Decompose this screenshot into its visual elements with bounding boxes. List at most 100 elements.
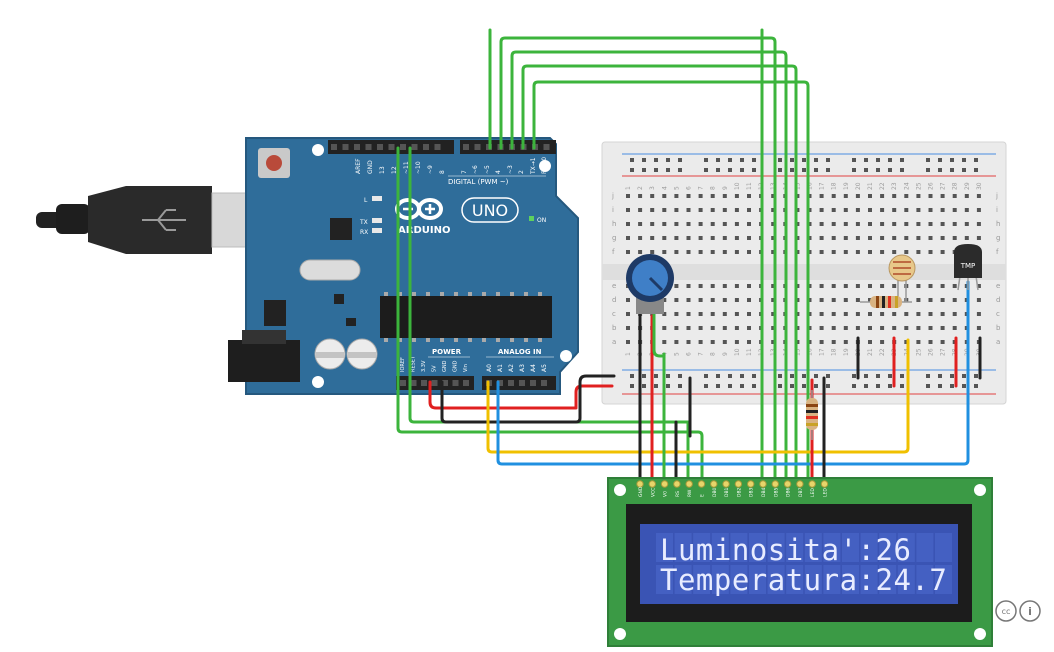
- row-letter: a: [996, 338, 1000, 346]
- column-number: 19: [843, 348, 850, 356]
- column-number: 9: [722, 352, 729, 356]
- column-number: 8: [710, 186, 717, 190]
- digital-pin-label: 8: [439, 170, 446, 174]
- column-number: 15: [794, 182, 801, 190]
- column-number: 24: [903, 182, 910, 190]
- digital-pin-label: 12: [391, 166, 398, 174]
- column-number: 6: [686, 352, 693, 356]
- potentiometer[interactable]: [626, 254, 674, 314]
- analog-pin-label: A5: [541, 364, 548, 372]
- power-pin-label: IOREF: [400, 357, 406, 372]
- temperature-sensor: TMP: [954, 244, 982, 291]
- license-badge[interactable]: cc i: [995, 600, 1041, 622]
- column-number: 25: [915, 348, 922, 356]
- digital-pin-label: 2: [518, 170, 525, 174]
- row-letter: h: [612, 220, 616, 228]
- by-label: i: [1028, 605, 1032, 618]
- photoresistor: [888, 254, 916, 302]
- lcd-pin-label: DB0: [712, 487, 718, 497]
- column-number: 30: [976, 182, 983, 190]
- row-letter: h: [996, 220, 1000, 228]
- lcd-pin-label: DB4: [761, 487, 767, 497]
- column-number: 11: [746, 348, 753, 356]
- lcd-pin-label: DB1: [724, 487, 730, 497]
- led-label-rx: RX: [360, 229, 368, 236]
- column-number: 18: [831, 182, 838, 190]
- column-number: 17: [819, 348, 826, 356]
- cc-icon: [995, 600, 1017, 622]
- brand-label: ARDUINO: [398, 225, 450, 236]
- digital-pin-label: 4: [495, 170, 502, 174]
- column-number: 7: [698, 352, 705, 356]
- wire-yellow-a0: [486, 338, 910, 454]
- column-number: 9: [722, 186, 729, 190]
- analog-pin-label: A2: [508, 364, 515, 372]
- column-number: 22: [879, 348, 886, 356]
- row-letter: j: [611, 192, 614, 200]
- digital-pin-label: ~11: [403, 161, 410, 174]
- column-number: 5: [673, 352, 680, 356]
- resistor-breadboard: [860, 296, 912, 308]
- analog-pin-label: A1: [497, 364, 504, 372]
- row-letter: e: [996, 282, 1000, 290]
- digital-pin-label: ~9: [427, 165, 434, 174]
- lcd-line-1: Luminosita':26: [660, 533, 911, 567]
- row-letter: c: [996, 310, 1000, 318]
- column-number: 10: [734, 348, 741, 356]
- row-letter: c: [612, 310, 616, 318]
- wire-black-gnd: [440, 374, 616, 424]
- column-number: 4: [661, 186, 668, 190]
- wire-green-d3: [510, 50, 788, 482]
- column-number: 27: [940, 182, 947, 190]
- digital-pin-label: TX→1: [530, 157, 537, 175]
- power-pin-label: Vin: [463, 364, 469, 372]
- cc-label: cc: [1002, 607, 1011, 616]
- row-letter: i: [996, 206, 998, 214]
- lcd-pin-label: RS: [675, 491, 681, 497]
- usb-icon: [142, 209, 186, 231]
- lcd-pin-label: DB6: [786, 487, 792, 497]
- led-label-tx: TX: [359, 219, 368, 226]
- attribution-icon: [1019, 600, 1041, 622]
- column-number: 26: [928, 348, 935, 356]
- column-number: 6: [686, 186, 693, 190]
- digital-pin-label: RX←0: [541, 157, 548, 174]
- digital-pin-label: AREF: [355, 158, 362, 174]
- row-letter: g: [612, 234, 616, 242]
- row-letter: j: [995, 192, 998, 200]
- analog-pin-label: A0: [486, 364, 493, 372]
- column-number: 19: [843, 182, 850, 190]
- power-jack: [228, 340, 300, 382]
- digital-pin-label: 13: [379, 166, 386, 174]
- row-letter: g: [996, 234, 1000, 242]
- column-number: 22: [879, 182, 886, 190]
- column-number: 11: [746, 182, 753, 190]
- wire-green-d11: [408, 146, 690, 482]
- row-letter: d: [612, 296, 616, 304]
- lcd-pin-label: DB2: [736, 487, 742, 497]
- row-letter: i: [612, 206, 614, 214]
- digital-pin-label: 7: [461, 170, 468, 174]
- wire-green-d4: [499, 36, 777, 482]
- digital-pin-label: ~3: [507, 165, 514, 174]
- wires: [396, 28, 982, 482]
- wire-blue-a1: [496, 338, 970, 466]
- column-number: 28: [952, 182, 959, 190]
- wire-green-d1: [532, 80, 810, 482]
- wire-green-d12: [396, 146, 704, 482]
- row-letter: e: [612, 282, 616, 290]
- wire-pot-wiper: [652, 312, 666, 358]
- column-number: 23: [891, 182, 898, 190]
- wire-green-d2: [521, 64, 798, 482]
- digital-pin-label: ~6: [472, 165, 479, 174]
- digital-header-label: DIGITAL (PWM ~): [448, 178, 509, 186]
- column-number: 18: [831, 348, 838, 356]
- power-pin-label: RESET: [411, 355, 417, 372]
- column-number: 29: [964, 182, 971, 190]
- column-number: 21: [867, 348, 874, 356]
- digital-header-right: [460, 140, 556, 154]
- lcd-pin-label: LED: [823, 488, 829, 497]
- column-number: 3: [649, 186, 656, 190]
